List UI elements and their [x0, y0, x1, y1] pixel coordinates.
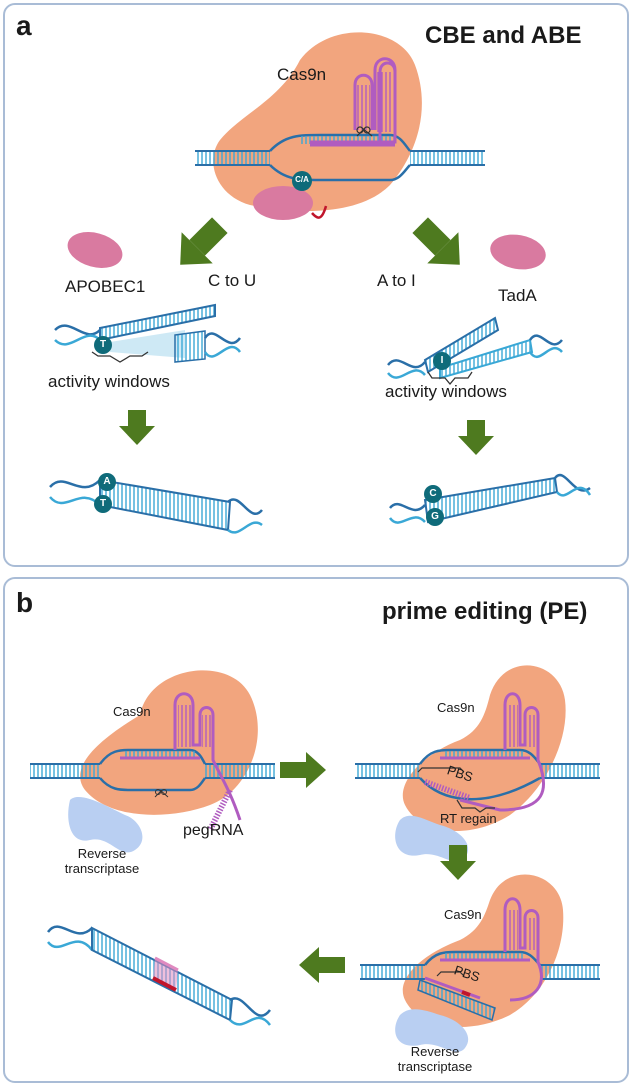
scissors-icon: [356, 126, 373, 137]
cas9n-label-b1: Cas9n: [113, 704, 151, 719]
pe-complex-1: [30, 670, 275, 853]
activity-windows-left: activity windows: [48, 372, 170, 391]
dna-left: [195, 151, 270, 165]
apobec1-enzyme: [67, 232, 123, 268]
dna-right: [410, 151, 485, 165]
pe-complex-2: [355, 665, 600, 862]
dna-left-result: [49, 473, 263, 534]
result-base-left-top: A: [103, 476, 111, 487]
arrow-right: [280, 752, 326, 788]
cas9n-label-b2: Cas9n: [437, 700, 475, 715]
base-marker-label: C/A: [295, 175, 309, 184]
pegrna-label: pegRNA: [183, 822, 244, 839]
activity-windows-right: activity windows: [385, 382, 507, 401]
panel-a-title: CBE and ABE: [425, 22, 582, 49]
result-base-right-top: C: [429, 488, 437, 499]
c-to-u-label: C to U: [208, 271, 257, 290]
rt-label-2-line2: transcriptase: [397, 1059, 473, 1074]
tada-enzyme: [490, 234, 546, 270]
panel-a-letter: a: [16, 10, 32, 41]
result-base-top-right: [424, 485, 442, 503]
panel-b-title: prime editing (PE): [382, 598, 588, 625]
base-marker: [292, 171, 312, 191]
dna-final: [46, 925, 271, 1026]
result-base-bottom-right: [426, 508, 444, 526]
deaminase-blob: [253, 186, 313, 220]
cas9n-label-b3: Cas9n: [444, 907, 482, 922]
edited-base-marker-right: [433, 352, 451, 370]
rt-shape-3: [395, 1009, 469, 1052]
result-base-top: [98, 473, 116, 491]
arrow-down-right-2: [458, 420, 494, 455]
edited-base-right: I: [440, 355, 444, 366]
result-base-right-bottom: G: [431, 511, 439, 522]
pe-complex-3: [360, 874, 600, 1052]
a-to-i-label: A to I: [377, 271, 416, 290]
tada-label: TadA: [498, 286, 537, 305]
result-base-left-bottom: T: [99, 498, 107, 509]
arrow-down-right: [412, 217, 460, 265]
rt-label-1-line2: transcriptase: [64, 861, 140, 876]
rt-label-2-line1: Reverse: [410, 1044, 460, 1059]
panel-b-letter: b: [16, 587, 34, 618]
rt-shape-1: [68, 797, 143, 853]
cas9n-complex-a: [195, 32, 485, 220]
cas9n-label-a: Cas9n: [277, 65, 327, 84]
arrow-left: [299, 947, 345, 983]
rt-region-label: RT regain: [440, 811, 497, 826]
arrow-down-left-2: [119, 410, 155, 445]
dna-right-edit: [387, 316, 563, 386]
result-base-bottom: [94, 495, 112, 513]
edited-base-marker: [94, 336, 112, 354]
dna-left-edit: [54, 303, 242, 363]
sgrna: [310, 57, 397, 144]
arrow-down-b: [440, 845, 476, 880]
edited-base-left: T: [99, 339, 107, 350]
scissors-icon-b: [154, 789, 169, 798]
apobec1-label: APOBEC1: [65, 277, 146, 296]
arrow-down-left: [180, 217, 228, 265]
dna-right-result: [388, 474, 592, 526]
rt-label-1-line1: Reverse: [77, 846, 127, 861]
